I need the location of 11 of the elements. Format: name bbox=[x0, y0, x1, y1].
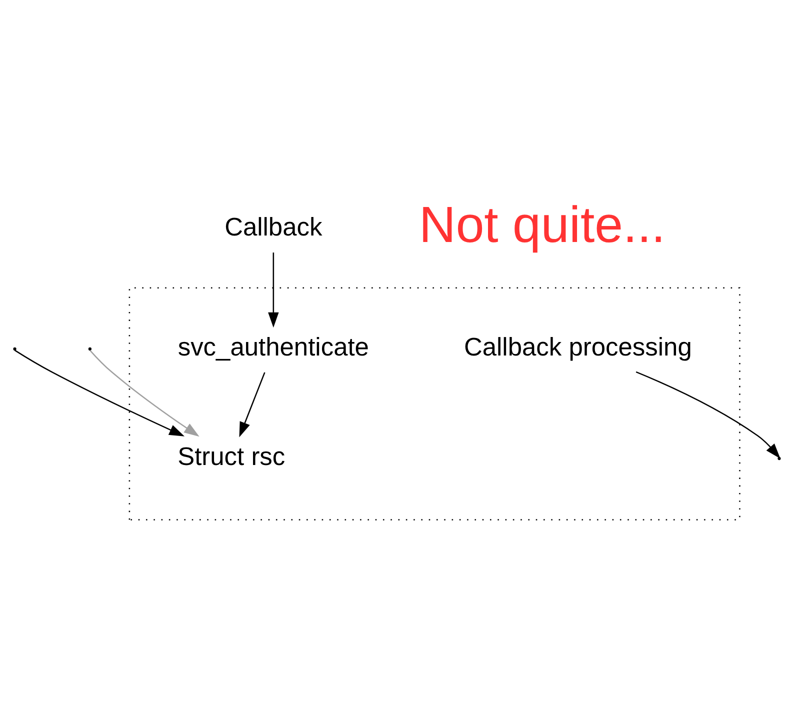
node-text: Callback processing bbox=[464, 332, 692, 361]
arrow bbox=[14, 349, 185, 436]
label: Not quite... bbox=[419, 195, 666, 252]
arrow bbox=[90, 349, 200, 436]
node-text: Struct rsc bbox=[178, 442, 286, 470]
arrow bbox=[636, 370, 780, 458]
cluster bbox=[128, 286, 740, 520]
arrow bbox=[268, 252, 279, 328]
node-text: Callback bbox=[224, 213, 322, 242]
arrow bbox=[239, 372, 266, 437]
node-text: svc_authenticate bbox=[178, 332, 369, 361]
